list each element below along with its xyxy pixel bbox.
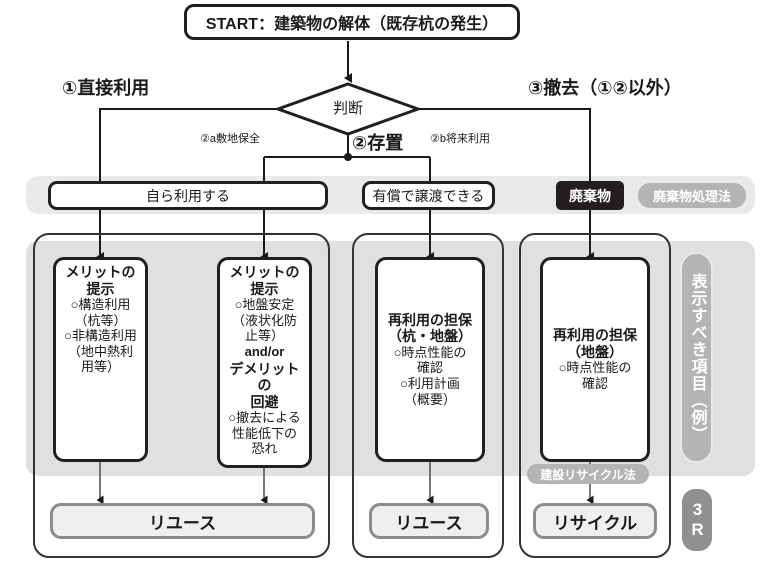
card-3-line-1: ○時点性能の [393,344,467,360]
card-merit-structural: メリットの 提示 ○構造利用 （杭等） ○非構造利用 （地中熱利 用等） [53,257,148,462]
law-badge-waste-disposal-label: 廃棄物処理法 [652,189,731,204]
card-3-line-3: ○利用計画 [400,376,460,392]
card-1-line-5: 用等） [80,359,120,375]
card-1-line-2: （杭等） [74,312,127,328]
law-badge-construction-recycle: 建設リサイクル法 [527,464,649,484]
option-paid-transfer[interactable]: 有償で譲渡できる [362,181,495,210]
card-1-line-3: ○非構造利用 [64,328,137,344]
card-1-head-2: 提示 [86,280,115,297]
option-self-use[interactable]: 自ら利用する [48,181,328,210]
outcome-reuse-mid-label: リユース [395,513,463,533]
outcome-reuse-left-label: リユース [148,513,217,533]
card-merit-demerit-ground: メリットの 提示 ○地盤安定 （液状化防 止等） and/or デメリットの 回… [217,257,312,468]
law-badge-waste-disposal: 廃棄物処理法 [636,181,748,210]
start-node-label: START：建築物の解体（既存杭の発生） [205,16,499,33]
card-2-line-6: 恐れ [251,441,278,457]
card-reuse-assurance-ground: 再利用の担保 （地盤） ○時点性能の 確認 [540,257,650,462]
card-3-head-1: 再利用の担保 [388,311,472,328]
card-2-head-3: デメリットの [229,360,300,394]
card-2-line-2: （液状化防 [231,312,297,328]
outcome-recycle-label: リサイクル [552,513,638,533]
card-1-line-4: （地中熱利 [67,343,133,359]
card-reuse-assurance-pile-ground: 再利用の担保 （杭・地盤） ○時点性能の 確認 ○利用計画 （概要） [375,257,485,462]
start-node: START：建築物の解体（既存杭の発生） [184,4,520,40]
outcome-recycle: リサイクル [533,503,657,539]
group-direct-use [33,233,330,558]
card-1-line-1: ○構造利用 [70,297,131,313]
decision-node-label: 判断 [332,99,363,117]
side-label-display-items: 表示すべき項目（例） [680,252,713,463]
card-2-head-2: 提示 [250,280,279,297]
card-4-line-2: 確認 [581,376,608,392]
card-1-head-1: メリットの [65,264,136,280]
option-self-use-label: 自ら利用する [146,187,230,204]
outcome-reuse-left: リユース [50,503,315,539]
option-paid-transfer-label: 有償で譲渡できる [372,187,485,204]
group-retain [352,233,504,558]
side-badge-3r: 3R [682,489,712,551]
outcome-reuse-mid: リユース [369,503,489,539]
side-label-display-items-text: 表示すべき項目（例） [688,272,706,443]
card-2-line-4: ○撤去による [228,410,301,426]
card-4-line-1: ○時点性能の [558,360,632,376]
card-3-line-2: 確認 [416,360,443,376]
card-4-head-2: （地盤） [567,343,623,360]
card-2-line-3: 止等） [244,328,284,344]
group-removal [519,233,671,558]
branch-label-direct-use: ①直接利用 [62,78,150,98]
card-2-line-1: ○地盤安定 [234,297,295,313]
card-2-head-4: 回避 [250,393,279,410]
branch-label-removal: ③撤去（①②以外） [528,78,682,98]
card-2-line-5: 性能低下の [231,425,297,441]
side-badge-3r-text: 3R [688,500,707,540]
option-waste-label: 廃棄物 [569,187,611,204]
branch-sublabel-future-use: ②b将来利用 [430,133,490,145]
branch-sublabel-site-preservation: ②a敷地保全 [200,133,260,145]
card-2-andor: and/or [244,343,285,359]
card-3-head-2: （杭・地盤） [388,328,472,345]
branch-label-retain: ②存置 [352,133,404,153]
card-3-line-4: （概要） [403,391,456,407]
law-badge-construction-recycle-label: 建設リサイクル法 [540,467,636,482]
option-waste[interactable]: 廃棄物 [556,181,624,210]
card-2-head-1: メリットの [229,264,300,280]
card-4-head-1: 再利用の担保 [553,327,637,344]
